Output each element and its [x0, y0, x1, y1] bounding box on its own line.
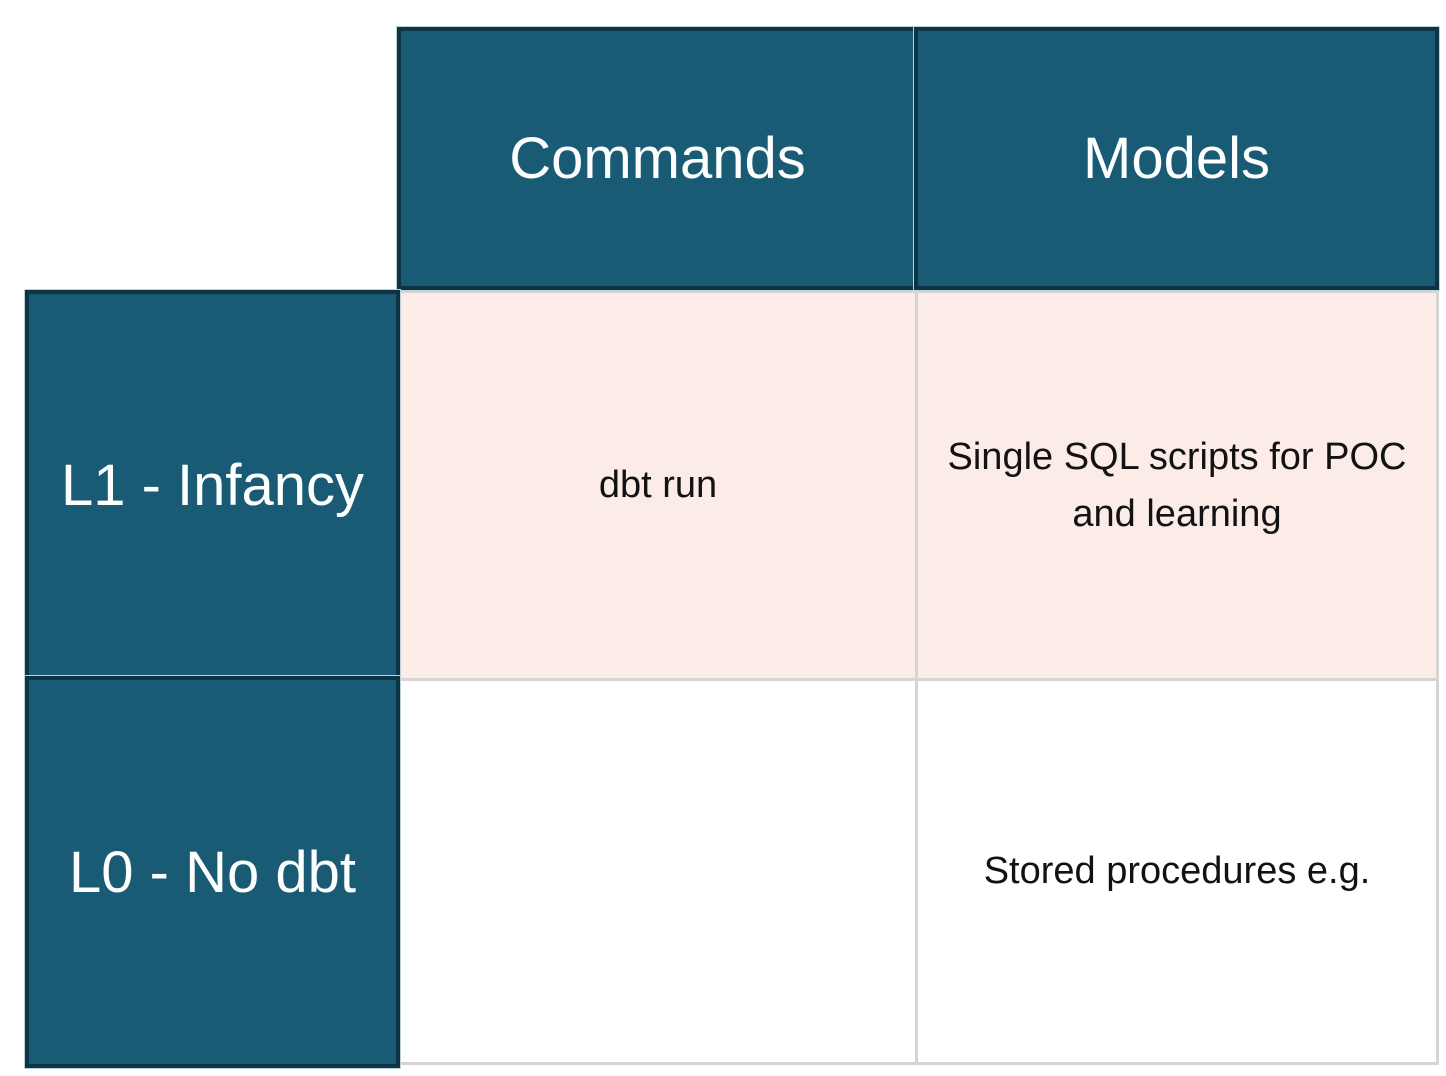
cell-l1-models-text: Single SQL scripts for POC and learning: [947, 435, 1407, 535]
cell-l1-commands: dbt run: [398, 290, 918, 681]
row-header-l0-label: L0 - No dbt: [69, 839, 356, 905]
column-header-commands-label: Commands: [509, 126, 806, 191]
column-header-models: Models: [914, 27, 1439, 290]
cell-l0-commands: [398, 678, 918, 1065]
cell-l0-models-text: Stored procedures e.g.: [983, 850, 1371, 892]
cell-l1-models: Single SQL scripts for POC and learning: [915, 290, 1439, 681]
cell-l0-models: Stored procedures e.g.: [915, 678, 1439, 1065]
cell-l1-commands-text: dbt run: [598, 464, 718, 506]
row-header-l1-label: L1 - Infancy: [60, 452, 365, 518]
column-header-commands: Commands: [397, 27, 918, 290]
row-header-l0-no-dbt: L0 - No dbt: [25, 676, 400, 1068]
row-header-l1-infancy: L1 - Infancy: [25, 290, 400, 680]
column-header-models-label: Models: [1083, 126, 1270, 191]
